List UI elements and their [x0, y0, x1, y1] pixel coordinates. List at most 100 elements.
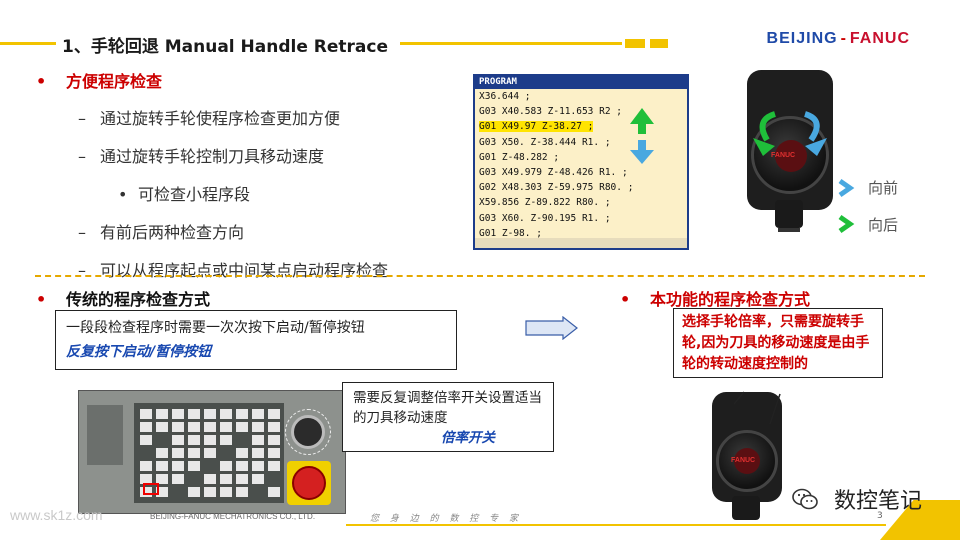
title-rule-left [0, 42, 56, 45]
panel-key [268, 409, 280, 419]
panel-key [156, 422, 168, 432]
arrow-right-icon [525, 316, 578, 340]
panel-key [268, 435, 280, 445]
panel-key [220, 422, 232, 432]
backward-label: 向后 [868, 216, 899, 234]
company-name: BEIJING-FANUC MECHATRONICS CO., LTD. [150, 512, 316, 521]
arrow-down-icon [630, 150, 654, 164]
panel-key [156, 461, 168, 471]
program-header: PROGRAM [475, 76, 687, 89]
panel-key [204, 448, 216, 458]
panel-key [236, 448, 248, 458]
panel-key [220, 474, 232, 484]
program-line: G03 X60. Z-90.195 R1. ; [479, 212, 611, 224]
panel-key [268, 448, 280, 458]
panel-key [204, 422, 216, 432]
panel-key [252, 461, 264, 471]
section2-heading: •传统的程序检查方式 [36, 290, 211, 309]
brand-logo: BEIJING-FANUC [766, 30, 910, 47]
override-knob [291, 415, 325, 449]
panel-key [172, 435, 184, 445]
list-item: •可检查小程序段 [118, 185, 251, 204]
account-watermark: 数控笔记 [834, 489, 923, 514]
program-line: G01 Z-48.282 ; [479, 151, 560, 163]
emergency-stop [292, 466, 326, 500]
panel-key [268, 487, 280, 497]
title-rule-right [400, 42, 622, 45]
panel-key [140, 461, 152, 471]
list-item: –可以从程序起点或中间某点启动程序检查 [78, 261, 389, 280]
panel-key [188, 422, 200, 432]
slogan: 您 身 边 的 数 控 专 家 [370, 514, 523, 524]
panel-key [220, 487, 232, 497]
start-button-highlight [143, 483, 159, 495]
panel-key [236, 487, 248, 497]
site-watermark: www.sk1z.com [10, 507, 103, 523]
program-line: G03 X50. Z-38.444 R1. ; [479, 136, 611, 148]
panel-key [252, 448, 264, 458]
list-item: –有前后两种检查方向 [78, 223, 245, 242]
panel-key [236, 422, 248, 432]
forward-label: 向前 [868, 179, 899, 197]
panel-key [204, 409, 216, 419]
panel-key [252, 422, 264, 432]
panel-key [172, 474, 184, 484]
panel-key [156, 487, 168, 497]
program-lines: X36.644 ;G03 X40.583 Z-11.653 R2 ;G01 X4… [475, 89, 687, 248]
panel-key [172, 461, 184, 471]
list-item: –通过旋转手轮使程序检查更加方便 [78, 109, 341, 128]
panel-key [268, 422, 280, 432]
program-line: X59.856 Z-89.822 R80. ; [479, 197, 611, 209]
panel-key [188, 448, 200, 458]
panel-key [188, 487, 200, 497]
panel-key [268, 461, 280, 471]
panel-key [204, 435, 216, 445]
program-line: G03 X49.979 Z-48.426 R1. ; [479, 166, 628, 178]
panel-key [156, 448, 168, 458]
panel-key [172, 422, 184, 432]
panel-key [252, 474, 264, 484]
section1-heading: •方便程序检查 [36, 72, 163, 91]
program-line: G02 X48.303 Z-59.975 R80. ; [479, 182, 634, 194]
direction-arrows [630, 108, 654, 164]
panel-key [252, 435, 264, 445]
panel-key [156, 474, 168, 484]
title-bar: 1、手轮回退 Manual Handle Retrace [0, 30, 680, 57]
panel-key [140, 474, 152, 484]
panel-key [204, 474, 216, 484]
footer-rule [346, 524, 886, 526]
wechat-icon [792, 488, 818, 510]
arrow-up-icon [630, 108, 654, 124]
program-footer [475, 238, 687, 248]
panel-key [188, 409, 200, 419]
panel-key [252, 409, 264, 419]
section3-heading: •本功能的程序检查方式 [620, 290, 811, 309]
program-line: G03 X40.583 Z-11.653 R2 ; [479, 106, 622, 118]
backward-arrow-icon [838, 214, 855, 234]
panel-key [140, 422, 152, 432]
panel-key [140, 487, 152, 497]
page-number: 3 [877, 511, 883, 521]
panel-key [172, 409, 184, 419]
panel-key [236, 461, 248, 471]
panel-key [220, 435, 232, 445]
operator-panel-image [78, 390, 346, 514]
panel-key [188, 435, 200, 445]
title-tab [625, 39, 645, 48]
callout-traditional: 一段段检查程序时需要一次次按下启动/暂停按钮 反复按下启动/暂停按钮 [55, 310, 457, 370]
panel-key [172, 448, 184, 458]
panel-key [140, 435, 152, 445]
page-title: 1、手轮回退 Manual Handle Retrace [62, 37, 389, 57]
program-line: G01 Z-98. ; [479, 227, 542, 239]
panel-key [220, 461, 232, 471]
callout-override: 需要反复调整倍率开关设置适当的刀具移动速度 倍率开关 [342, 382, 554, 452]
panel-key [140, 409, 152, 419]
rotation-arrows [753, 111, 827, 156]
panel-key [156, 409, 168, 419]
panel-key [188, 461, 200, 471]
panel-key [236, 474, 248, 484]
panel-key [220, 409, 232, 419]
program-line: X36.644 ; [479, 91, 531, 102]
callout-new-method: 选择手轮倍率，只需要旋转手轮,因为刀具的移动速度是由手轮的转动速度控制的 [673, 308, 883, 378]
panel-key [204, 487, 216, 497]
